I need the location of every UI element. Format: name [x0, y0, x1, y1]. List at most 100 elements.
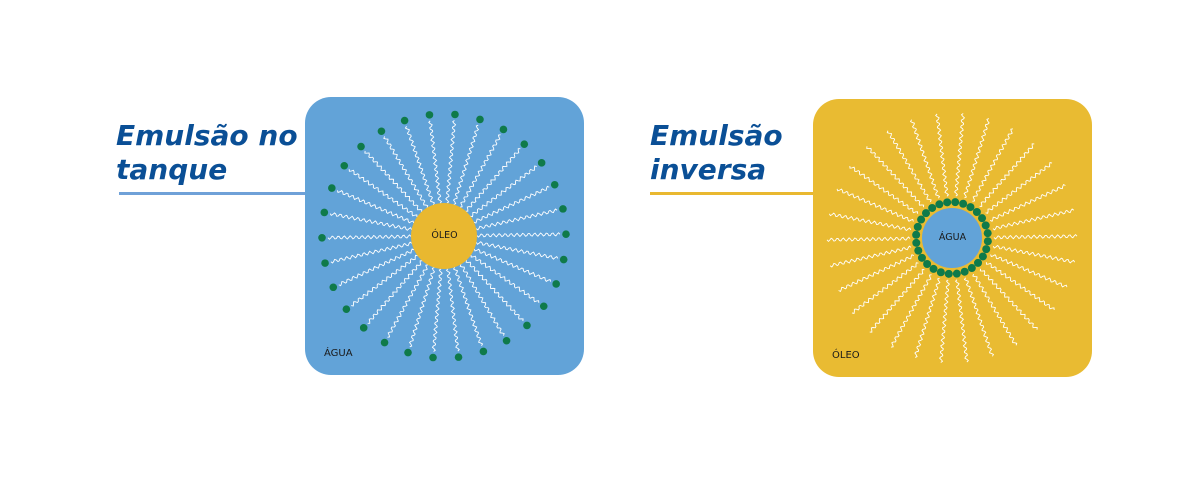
surfactant-tail	[470, 165, 537, 218]
surfactant-tail	[459, 264, 505, 336]
surfactant-tail	[470, 254, 540, 303]
surfactant-tail	[452, 267, 484, 347]
surfactant-tail	[909, 119, 941, 199]
center-label-oleo: ÓLEO	[431, 230, 458, 241]
droplet-core	[922, 208, 982, 268]
surfactant-head	[520, 140, 529, 148]
surfactant-tail	[475, 241, 559, 260]
title-line-1: Emulsão no	[116, 119, 298, 152]
surfactant-head	[320, 208, 329, 217]
surfactant-head	[960, 267, 969, 276]
surfactant-head	[539, 302, 548, 311]
surfactant-tail	[826, 236, 911, 243]
surfactant-tail	[473, 185, 550, 224]
surfactant-head	[400, 116, 409, 125]
surfactant-tail	[972, 273, 1018, 346]
surfactant-tail	[452, 124, 480, 205]
surfactant-head	[340, 161, 349, 170]
surfactant-tail	[387, 264, 429, 338]
surfactant-tail	[828, 212, 912, 232]
title-line-2: tanque	[116, 153, 228, 186]
surfactant-head	[377, 127, 386, 136]
surfactant-tail	[364, 150, 423, 212]
surfactant-tail	[327, 234, 412, 240]
title-line-2: inversa	[650, 153, 767, 186]
surfactant-tail	[939, 279, 950, 363]
surfactant-tail	[465, 148, 521, 212]
surfactant-head	[929, 264, 938, 273]
corner-label-agua: ÁGUA	[324, 348, 353, 359]
surfactant-tail	[891, 274, 932, 348]
surfactant-head	[321, 259, 329, 267]
surfactant-head	[912, 238, 921, 247]
surfactant-head	[359, 324, 368, 332]
surfactant-tail	[869, 269, 925, 333]
title-underline-right	[650, 192, 816, 195]
title-line-1: Emulsão	[650, 119, 783, 152]
surfactant-tail	[836, 188, 914, 222]
surfactant-head	[559, 255, 568, 264]
surfactant-head	[936, 268, 945, 277]
surfactant-tail	[329, 212, 413, 231]
panel-emulsao-inversa: ÁGUA ÓLEO	[813, 99, 1092, 377]
surfactant-head	[523, 321, 531, 330]
surfactant-head	[967, 264, 976, 273]
surfactant-head	[944, 269, 953, 278]
surfactant-tail	[829, 245, 912, 268]
surfactant-tail	[465, 260, 524, 322]
surfactant-head	[502, 336, 511, 345]
surfactant-tail	[838, 254, 915, 292]
surfactant-tail	[851, 262, 919, 314]
surfactant-head	[380, 338, 389, 347]
surfactant-tail	[992, 244, 1076, 264]
surfactant-head	[318, 234, 326, 242]
surfactant-tail	[985, 262, 1055, 311]
surfactant-head	[537, 159, 546, 167]
surfactant-head	[562, 230, 570, 238]
surfactant-tail	[330, 241, 413, 264]
surfactant-head	[429, 353, 437, 362]
surfactant-head	[952, 269, 961, 278]
surfactant-head	[917, 215, 926, 224]
surfactant-head	[329, 283, 338, 292]
title-underline-left	[119, 192, 307, 195]
surfactant-tail	[914, 277, 941, 358]
surfactant-head	[982, 245, 991, 254]
surfactant-head	[499, 125, 508, 134]
surfactant-tail	[445, 120, 457, 204]
surfactant-head	[451, 110, 459, 119]
surfactant-tail	[404, 125, 436, 205]
surfactant-head	[476, 115, 484, 124]
surfactant-tail	[348, 169, 418, 218]
surfactant-head	[404, 348, 412, 357]
surfactant-tail	[963, 118, 990, 199]
surfactant-tail	[338, 248, 415, 287]
surfactant-head	[917, 253, 926, 262]
surfactant-tail	[351, 254, 418, 307]
surfactant-tail	[849, 165, 919, 214]
surfactant-tail	[972, 128, 1013, 202]
surfactant-head	[978, 252, 987, 261]
surfactant-tail	[935, 113, 950, 197]
surfactant-head	[342, 305, 351, 313]
surfactant-head	[943, 198, 952, 207]
surfactant-tail	[886, 130, 932, 203]
surfactant-tail	[459, 134, 501, 208]
surfactant-tail	[963, 277, 995, 357]
surfactant-head	[978, 214, 987, 223]
surfactant-head	[983, 229, 992, 238]
surfactant-tail	[979, 143, 1035, 207]
surfactant-tail	[336, 190, 415, 224]
surfactant-head	[981, 221, 990, 230]
reverse-micelle-diagram	[826, 113, 1078, 363]
surfactant-head	[914, 246, 923, 255]
surfactant-head	[983, 237, 992, 246]
corner-label-oleo: ÓLEO	[832, 350, 860, 361]
surfactant-tail	[475, 208, 558, 231]
surfactant-tail	[992, 208, 1075, 231]
surfactant-head	[966, 203, 975, 212]
surfactant-head	[935, 200, 944, 209]
surfactant-tail	[408, 267, 436, 348]
surfactant-head	[550, 180, 559, 189]
surfactant-head	[951, 198, 960, 207]
